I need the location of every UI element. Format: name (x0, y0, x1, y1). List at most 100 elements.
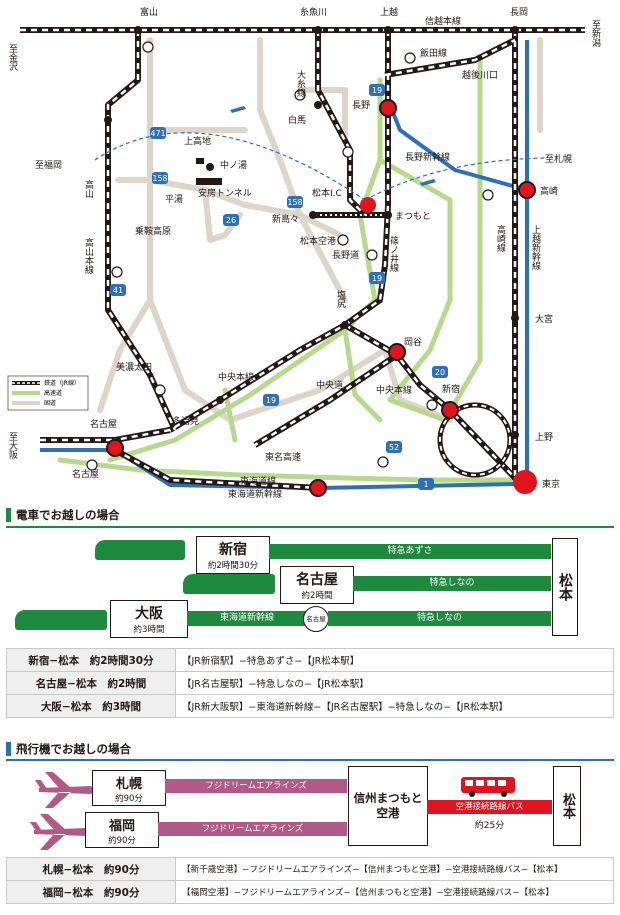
stations-white (86, 41, 494, 471)
bus-time: 約25分 (474, 821, 505, 831)
label-nagano-shinkansen: 長野新幹線 (405, 151, 450, 163)
legend-national-road: 国道 (44, 399, 56, 407)
route-471-label: 471 (150, 129, 165, 138)
route-158-label: 158 (152, 174, 167, 183)
plane-section-title: 飛行機でお越しの場合 (16, 742, 131, 756)
label-matsumoto: まつもと (395, 211, 431, 222)
table-row: 大阪−松本 約3時間【JR新大阪駅】−東海道新幹線−【JR名古屋駅】−特急しなの… (6, 694, 614, 718)
origin-box-osaka: 大阪 約3時間 (110, 600, 188, 638)
place-labels: 富山 糸魚川 上越 長岡 至金沢 至新潟 信越本線 飯田線 越後川口 大糸線 白… (7, 6, 601, 500)
label-nagano: 長野 (352, 100, 370, 111)
route-52-label: 52 (389, 443, 399, 452)
origin-box-fukuoka: 福岡 約90分 (85, 812, 159, 848)
label-to-sapporo: 至札幌 (545, 153, 572, 165)
stations-minor (104, 26, 519, 439)
label-takayama: 高山 (83, 179, 94, 198)
origin-sapporo: 札幌 (115, 777, 142, 792)
route-41-label: 41 (113, 286, 123, 295)
jr-lines (20, 27, 585, 491)
label-shinjuku: 新宿 (442, 383, 460, 395)
plane-table: 札幌−松本 約90分【新千歳空港】−フジドリームエアラインズ−【信州まつもと空港… (6, 857, 614, 904)
label-oito: 大糸線 (295, 69, 306, 97)
line-tokaido-shinkansen: 東海道新幹線 (187, 611, 307, 626)
table-value: 【JR名古屋駅】−特急しなの−【JR松本駅】 (175, 671, 614, 695)
label-shinonoi: 篠ノ井線 (388, 235, 399, 272)
label-hakuba: 白馬 (288, 114, 306, 126)
label-hirayu: 平湯 (165, 194, 183, 205)
table-row: 新宿−松本 約2時間30分【JR新宿駅】−特急あずさ−【JR松本駅】 (6, 648, 614, 672)
table-row: 名古屋−松本 約2時間【JR名古屋駅】−特急しなの−【JR松本駅】 (6, 671, 614, 695)
table-key: 札幌−松本 約90分 (6, 857, 176, 881)
label-to-fukuoka: 至福岡 (35, 159, 62, 171)
train-section-title: 電車でお越しの場合 (16, 508, 120, 522)
label-to-osaka: 至大阪 (7, 432, 18, 460)
airplane-icon (30, 814, 88, 850)
origin-box-shinjuku: 新宿 約2時間30分 (196, 536, 270, 574)
line-shinano-2: 特急しなの (328, 611, 551, 626)
label-airport: 松本空港 (300, 235, 336, 247)
label-norikura: 乗鞍高原 (135, 225, 171, 237)
table-row: 札幌−松本 約90分【新千歳空港】−フジドリームエアラインズ−【信州まつもと空港… (6, 857, 614, 881)
origin-nagoya: 名古屋 (296, 572, 338, 588)
line-fda-fukuoka: フジドリームエアラインズ (158, 822, 347, 836)
label-nagoya: 名古屋 (90, 418, 117, 430)
plane-section-heading: 飛行機でお越しの場合 (6, 740, 131, 758)
tokyo-marker (513, 470, 537, 494)
train-table: 新宿−松本 約2時間30分【JR新宿駅】−特急あずさ−【JR松本駅】 名古屋−松… (6, 648, 614, 718)
origin-nagoya-time: 約2時間 (301, 591, 333, 601)
label-chuo-main2: 中央本線 (376, 384, 412, 396)
route-19b-label: 19 (372, 274, 382, 283)
label-itoigawa: 糸魚川 (300, 6, 327, 18)
origin-osaka: 大阪 (135, 606, 163, 622)
line-fda-sapporo: フジドリームエアラインズ (165, 779, 347, 793)
plane-section-rule (6, 759, 614, 761)
table-key: 名古屋−松本 約2時間 (6, 671, 176, 695)
label-tokaido: 東海道線 (240, 475, 276, 487)
legend-rail: 鉄道（JR線） (44, 379, 80, 387)
label-to-niigata: 至新潟 (590, 20, 601, 48)
table-key: 大阪−松本 約3時間 (6, 694, 176, 718)
origin-box-nagoya: 名古屋 約2時間 (280, 566, 354, 604)
train-icon (183, 574, 275, 594)
label-tomei: 東名高速 (265, 451, 301, 463)
label-to-kanazawa: 至金沢 (7, 44, 18, 72)
label-abo: 安房トンネル (198, 187, 252, 199)
label-omiya: 大宮 (535, 313, 553, 325)
train-diagram: 新宿 約2時間30分 特急あずさ 名古屋 約2時間 特急しなの 大阪 約3時間 … (0, 530, 620, 642)
label-nagoya2: 名古屋 (72, 468, 99, 480)
origin-fukuoka-time: 約90分 (108, 836, 136, 846)
route-1-label: 1 (423, 480, 428, 489)
label-joetsu-shinkansen: 上越新幹線 (530, 225, 541, 270)
label-shinetsu: 信越本線 (425, 15, 461, 27)
label-nakanoyu: 中ノ湯 (220, 159, 247, 171)
route-19c-label: 19 (266, 396, 276, 405)
label-iiyama-line: 飯田線 (420, 47, 447, 59)
label-toyohashi: 豊橋 (306, 499, 324, 500)
table-row: 福岡−松本 約90分【福岡空港】−フジドリームエアラインズ−【信州まつもと空港】… (6, 880, 614, 904)
route-19-label: 19 (372, 86, 382, 95)
label-echigo: 越後川口 (462, 69, 498, 81)
table-value: 【JR新大阪駅】−東海道新幹線−【JR名古屋駅】−特急しなの−【JR松本駅】 (175, 694, 614, 718)
route-20-label: 20 (435, 368, 445, 377)
label-matsumoto-ic: 松本I.C (312, 187, 342, 199)
map-legend: 鉄道（JR線） 高速道 国道 (7, 375, 89, 411)
origin-osaka-time: 約3時間 (133, 625, 165, 635)
table-value: 【福岡空港】−フジドリームエアラインズ−【信州まつもと空港】−空港接続路線バス−… (175, 880, 614, 904)
route-shields: 471 158 158 26 19 19 19 41 20 52 1 (110, 84, 448, 490)
airplane-icon (230, 106, 436, 186)
label-takayama-line: 高山本線 (83, 237, 94, 274)
train-icon (95, 540, 185, 560)
label-shiojiri: 塩尻 (335, 289, 346, 309)
route-158b-label: 158 (287, 198, 302, 207)
plane-diagram: 札幌 約90分 フジドリームエアラインズ 福岡 約90分 フジドリームエアライン… (0, 762, 620, 852)
flight-paths (94, 132, 546, 201)
label-toyama: 富山 (140, 6, 158, 18)
label-ueno: 上野 (535, 432, 553, 443)
airplane-icon (35, 772, 93, 808)
label-okaya: 岡谷 (404, 337, 422, 348)
label-chuo-expy: 中央道 (316, 379, 343, 391)
table-key: 福岡−松本 約90分 (6, 880, 176, 904)
label-tokaido-shinkansen: 東海道新幹線 (228, 488, 282, 500)
label-mino: 美濃太田 (116, 361, 152, 373)
matsumoto-marker (360, 197, 376, 213)
